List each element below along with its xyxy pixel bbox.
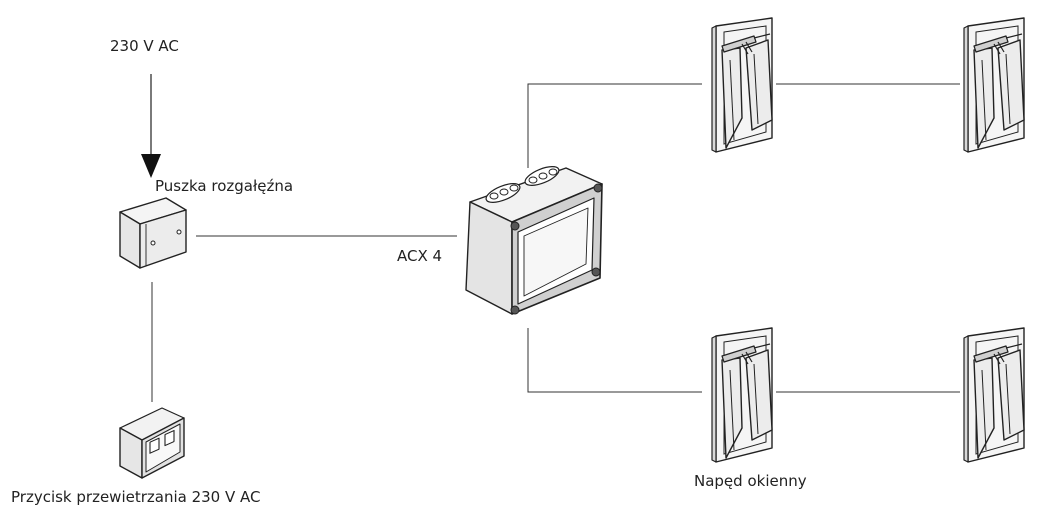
wires (151, 83, 960, 402)
window-drive-label: Napęd okienny (694, 472, 807, 490)
window-drive-icons (711, 17, 1025, 463)
vent-button-icon (119, 407, 185, 479)
power-arrow (141, 74, 161, 178)
window-drive-top-left (711, 17, 773, 153)
vent-button-label: Przycisk przewietrzania 230 V AC (11, 488, 261, 506)
controller-label: ACX 4 (397, 247, 443, 265)
window-drive-bottom-left (711, 327, 773, 463)
window-drive-bottom-right (963, 327, 1025, 463)
junction-box-icon (119, 197, 187, 269)
wire-controller-to-bottom-windows (527, 328, 702, 393)
window-drive-top-right (963, 17, 1025, 153)
controller-acx4-icon (465, 166, 603, 315)
junction-box-label: Puszka rozgałęźna (155, 177, 294, 195)
wire-controller-to-top-windows (527, 83, 702, 168)
power-input-label: 230 V AC (110, 37, 179, 55)
